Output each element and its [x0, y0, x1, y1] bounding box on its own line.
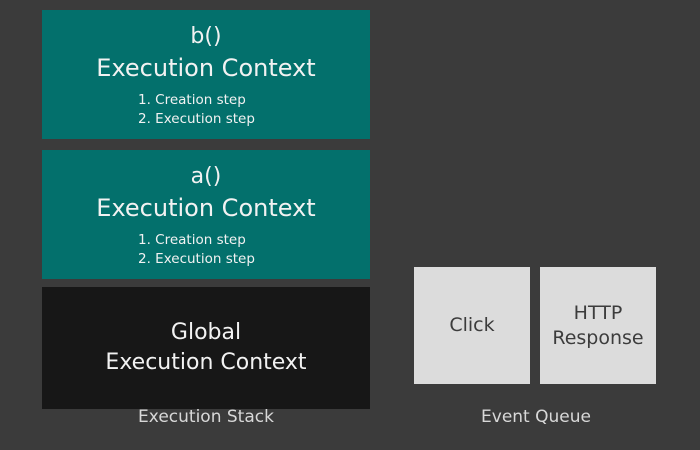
event-item-click[interactable]: Click — [414, 267, 530, 384]
stack-frame-global[interactable]: Global Execution Context — [42, 287, 370, 409]
frame-title: Execution Context — [96, 54, 316, 82]
frame-function-name: b() — [190, 24, 222, 49]
event-label-line1: HTTP — [573, 301, 623, 324]
frame-steps-list: 1. Creation step 2. Execution step — [42, 231, 370, 269]
execution-stack-caption: Execution Stack — [138, 407, 274, 427]
frame-function-name: a() — [190, 164, 222, 189]
event-queue: Click HTTP Response — [414, 267, 656, 384]
event-label: Click — [449, 314, 495, 336]
event-queue-caption: Event Queue — [481, 407, 591, 427]
stack-frame-b[interactable]: b() Execution Context 1. Creation step 2… — [42, 10, 370, 139]
frame-steps-list: 1. Creation step 2. Execution step — [42, 91, 370, 129]
frame-gap — [42, 139, 370, 150]
frame-gap — [42, 279, 370, 287]
frame-step-item: 2. Execution step — [138, 111, 255, 127]
frame-step-item: 1. Creation step — [138, 232, 246, 248]
event-item-http-response[interactable]: HTTP Response — [540, 267, 656, 384]
global-scope-label: Global — [170, 320, 242, 345]
frame-step-item: 2. Execution step — [138, 251, 255, 267]
frame-step-item: 1. Creation step — [138, 92, 246, 108]
execution-stack: b() Execution Context 1. Creation step 2… — [42, 10, 370, 409]
event-label: HTTP Response — [552, 301, 643, 351]
event-label-line2: Response — [552, 326, 644, 349]
stack-frame-a[interactable]: a() Execution Context 1. Creation step 2… — [42, 150, 370, 279]
frame-title: Execution Context — [96, 194, 316, 222]
frame-title: Execution Context — [105, 350, 307, 375]
